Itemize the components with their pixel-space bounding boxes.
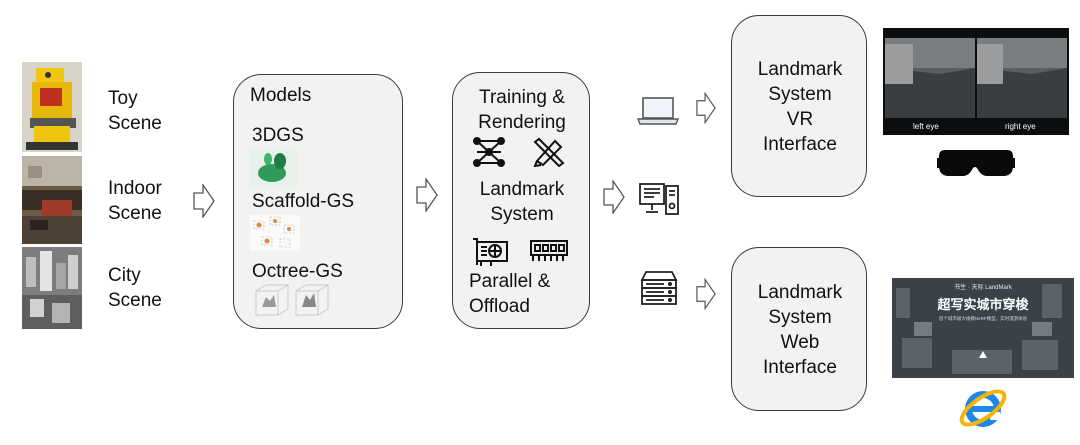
parallel-offload-label: Parallel &Offload xyxy=(469,271,551,317)
arrow-right-icon xyxy=(603,180,625,214)
pencil-ruler-icon xyxy=(533,137,565,167)
arrow-right-icon xyxy=(416,178,438,212)
left-eye-view xyxy=(885,38,975,118)
scaffold-gs-thumbnail xyxy=(250,215,300,251)
left-eye-caption: left eye xyxy=(913,122,939,131)
arrow-right-icon xyxy=(193,184,215,218)
vr-headset-icon xyxy=(937,150,1015,176)
server-icon xyxy=(640,271,678,305)
network-icon xyxy=(473,137,505,167)
arrow-right-icon xyxy=(696,92,716,124)
city-aerial-background xyxy=(892,278,1074,378)
model-octree-gs-label: Octree-GS xyxy=(252,261,343,282)
right-eye-view xyxy=(977,38,1067,118)
training-rendering-label: Training &Rendering xyxy=(478,87,566,133)
internet-explorer-icon xyxy=(959,389,1007,427)
model-3dgs-label: 3DGS xyxy=(252,125,304,146)
enter-arrow-icon xyxy=(979,351,987,358)
web-title-text: 超写实城市穿梭 xyxy=(937,297,1029,312)
indoor-scene-image xyxy=(22,156,82,244)
right-eye-caption: right eye xyxy=(1005,122,1036,131)
models-title: Models xyxy=(250,85,312,106)
memory-icon xyxy=(530,240,568,261)
desktop-icon xyxy=(639,183,679,215)
city-scene-image xyxy=(22,247,82,329)
web-header-text: 书生 · 天际 LandMark xyxy=(954,285,1012,291)
model-scaffold-gs-label: Scaffold-GS xyxy=(252,191,355,212)
gpu-icon xyxy=(473,238,508,266)
octree-gs-thumbnail xyxy=(255,284,329,316)
models-box: Models 3DGS Scaffold-GS Octree-GS xyxy=(233,74,403,329)
laptop-icon xyxy=(636,97,680,125)
arrow-right-icon xyxy=(696,278,716,310)
web-interface-screenshot: 书生 · 天际 LandMark 超写实城市穿梭 首个城市级大规模NeRF模型，… xyxy=(892,278,1074,378)
3dgs-thumbnail xyxy=(250,149,298,187)
vr-stereo-screenshot: left eye right eye xyxy=(883,28,1069,135)
web-subtitle-text: 首个城市级大规模NeRF模型，实时漫游体验 xyxy=(938,316,1028,321)
toy-scene-image xyxy=(22,62,82,152)
